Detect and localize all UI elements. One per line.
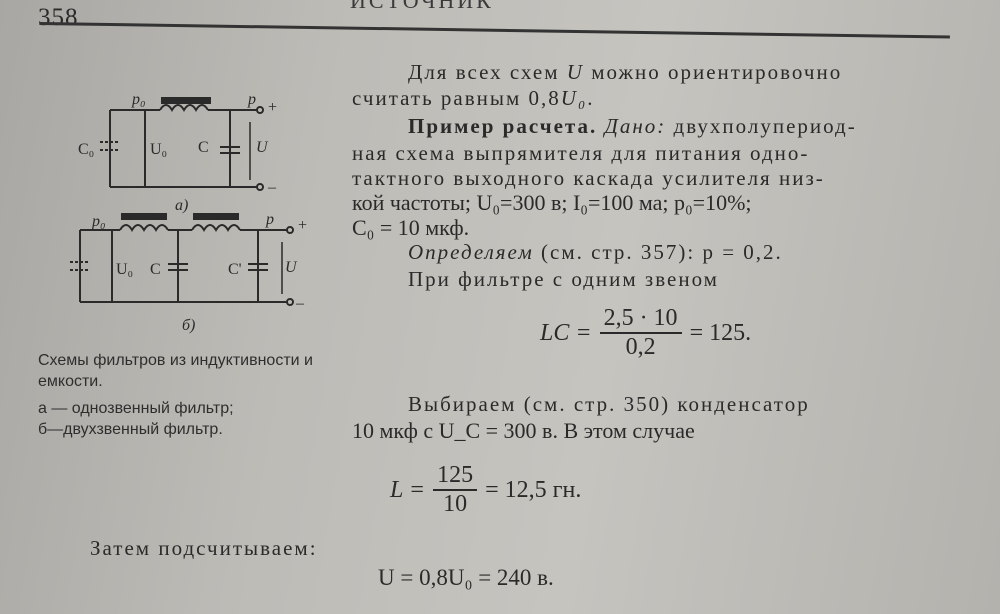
label-u0-a: U₀ — [150, 141, 167, 158]
figure-caption: Схемы фильтров из индуктивности и емкост… — [38, 352, 313, 390]
label-minus-a: – — [267, 179, 277, 196]
label-u-b: U — [285, 259, 298, 276]
text-line-1: Для всех схем U можно ориентировочно — [408, 60, 843, 84]
label-c0-a: C₀ — [78, 141, 94, 158]
header-rule — [39, 22, 950, 39]
text-line-3: Пример расчета. Дано: двухполупериод- — [408, 114, 857, 138]
label-c-b: C — [150, 261, 161, 278]
text-line-10: Выбираем (см. стр. 350) конденсатор — [408, 392, 810, 416]
label-plus-a: + — [268, 99, 277, 116]
label-p0-b: p₀ — [91, 213, 106, 230]
label-cprime-b: C' — [228, 261, 242, 278]
label-plus-b: + — [298, 217, 307, 234]
label-p0-a: p₀ — [131, 92, 146, 108]
label-c-a: C — [198, 139, 209, 156]
text-line-11: 10 мкф с U_C = 300 в. В этом случае — [352, 418, 695, 443]
text-line-6: кой частоты; U₀=300 в; I₀=100 ма; p₀=10%… — [352, 190, 752, 215]
running-header: ИСТОЧНИК — [350, 0, 494, 13]
label-minus-b: – — [295, 295, 305, 312]
label-p-a: p — [247, 92, 256, 108]
label-p-b: p — [265, 211, 274, 228]
label-u0-b: U₀ — [116, 261, 133, 278]
text-line-8: Определяем (см. стр. 357): p = 0,2. — [408, 240, 783, 264]
text-line-12: Затем подсчитываем: — [90, 536, 318, 560]
figure-caption-block: Схемы фильтров из индуктивности и емкост… — [38, 350, 338, 440]
legend-b: б—двухзвенный фильтр. — [38, 421, 223, 438]
equation-u: U = 0,8U₀ = 240 в. — [378, 565, 554, 590]
caption-b: б) — [182, 317, 195, 334]
filter-circuit-diagrams: p₀ p + – C₀ U₀ C U а) p₀ p + – C₀ U₀ C C… — [70, 92, 307, 334]
text-line-9: При фильтре с одним звеном — [408, 267, 719, 291]
legend-a: а — однозвенный фильтр; — [38, 400, 234, 417]
text-line-7: C₀ = 10 мкф. — [352, 215, 470, 240]
caption-a: а) — [175, 197, 188, 214]
text-line-5: тактного выходного каскада усилителя низ… — [352, 166, 825, 190]
text-line-4: ная схема выпрямителя для питания одно- — [352, 141, 810, 165]
page-number: 358 — [38, 4, 79, 31]
label-u-a: U — [256, 139, 269, 156]
text-line-2: считать равным 0,8U₀. — [352, 86, 595, 110]
